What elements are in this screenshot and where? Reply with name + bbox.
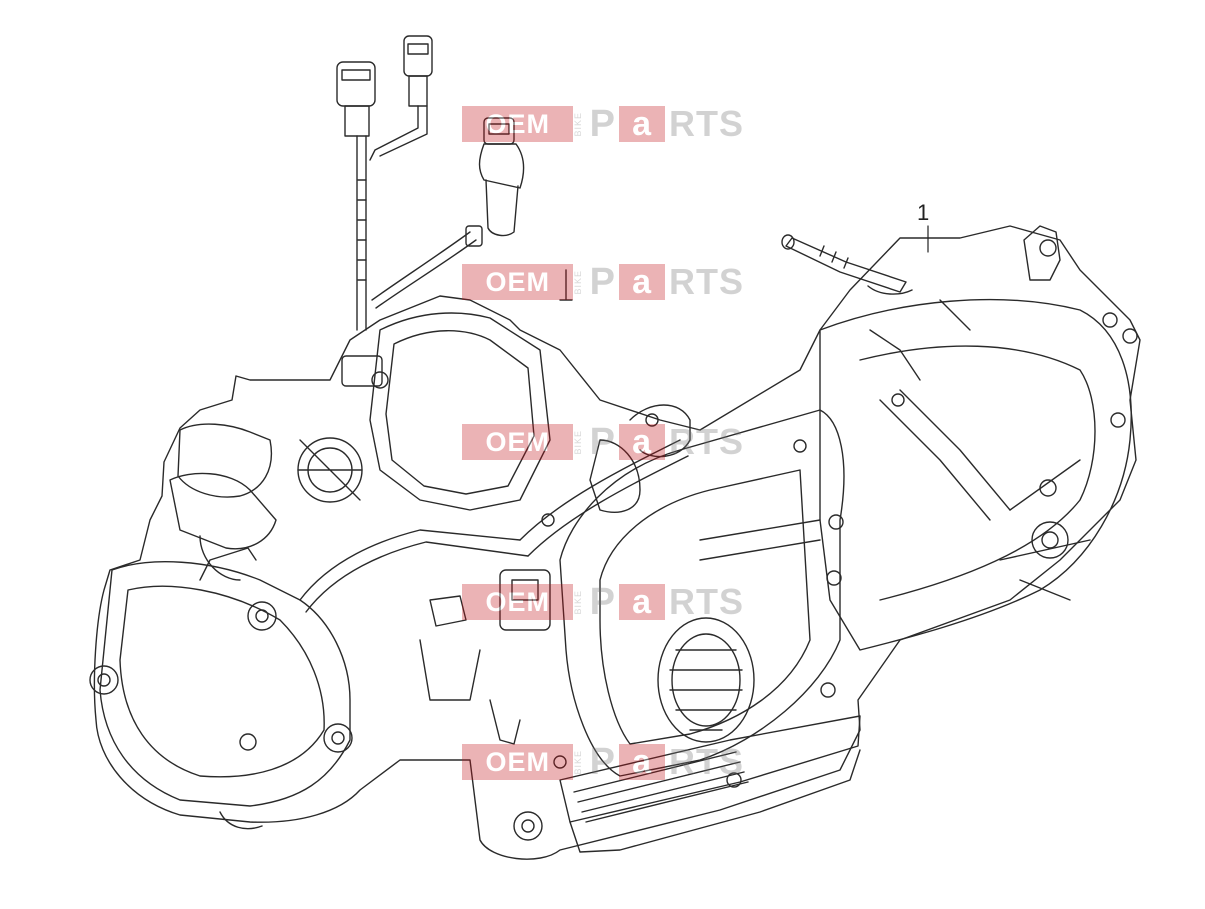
oil-sump — [559, 715, 861, 853]
intake-hoses — [169, 404, 691, 613]
output-shaft — [781, 234, 913, 295]
callout-number-1: 1 — [917, 200, 930, 225]
belt-cover — [559, 409, 845, 788]
transmission-cover — [819, 225, 1138, 651]
throttle-body — [297, 269, 573, 511]
engine-details — [419, 299, 1011, 841]
wiring-harness — [336, 35, 525, 331]
engine-body — [93, 225, 1141, 860]
cylinder-head — [89, 547, 353, 830]
